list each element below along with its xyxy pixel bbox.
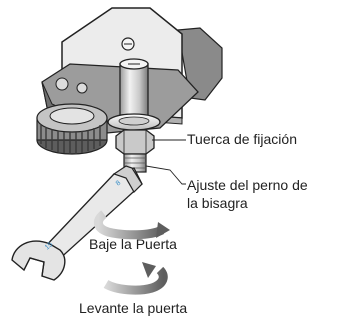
lock-nut-label: Tuerca de fijación: [187, 131, 297, 147]
hinge-bolt-label-line2: la bisagra: [187, 195, 248, 211]
clockwise-arrow-icon: [103, 262, 168, 295]
knurled-cam-wheel: [36, 103, 108, 155]
bracket-screw-icon: [121, 37, 135, 51]
hinge-bolt-leader: [145, 165, 186, 185]
lock-nut: [115, 129, 155, 155]
svg-text:15: 15: [44, 241, 55, 251]
raise-door-label: Levante la puerta: [79, 300, 188, 316]
counterclockwise-arrow-icon: [94, 210, 170, 240]
hinge-pin: [107, 58, 161, 131]
svg-text:8: 8: [115, 180, 123, 188]
lower-door-label: Baje la Puerta: [89, 236, 177, 252]
open-end-wrench-icon: 15 8: [11, 165, 143, 281]
hinge-bolt-label-line1: Ajuste del perno de: [187, 177, 308, 193]
